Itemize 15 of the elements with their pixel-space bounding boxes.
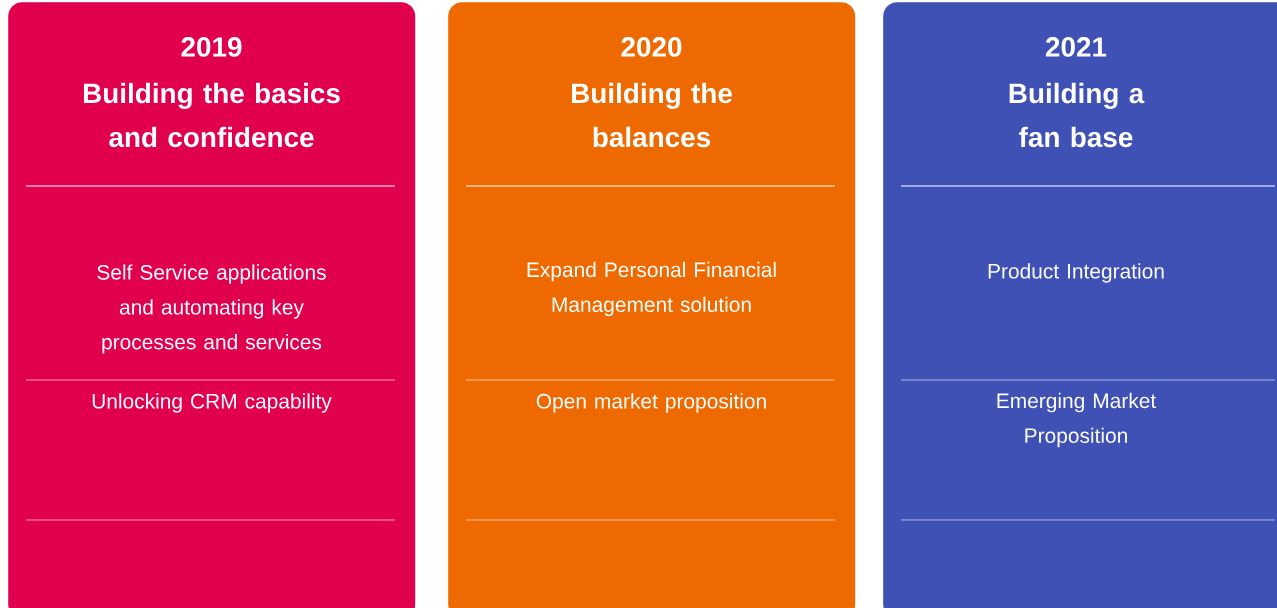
stage-heading: Building the basics and confidence [83,82,340,148]
goal-text: Self Service applications and automating key processes and services [97,264,326,354]
timeline-card [883,2,1277,608]
goal-text: Unlocking CRM capability [92,393,332,413]
stage-heading: Building the balances [572,82,732,148]
goal-text: Product Integration [988,263,1164,283]
year-heading: 2019 [181,37,242,57]
timeline-card [8,2,416,608]
goal-text: Open market proposition [536,393,766,413]
year-heading: 2020 [621,37,682,57]
timeline-card [448,2,856,608]
stage-heading: Building a fan base [1009,82,1145,148]
goal-text: Expand Personal Financial Management solution [527,261,776,317]
year-heading: 2021 [1045,37,1107,57]
goal-text: Emerging Market Proposition [997,392,1157,448]
